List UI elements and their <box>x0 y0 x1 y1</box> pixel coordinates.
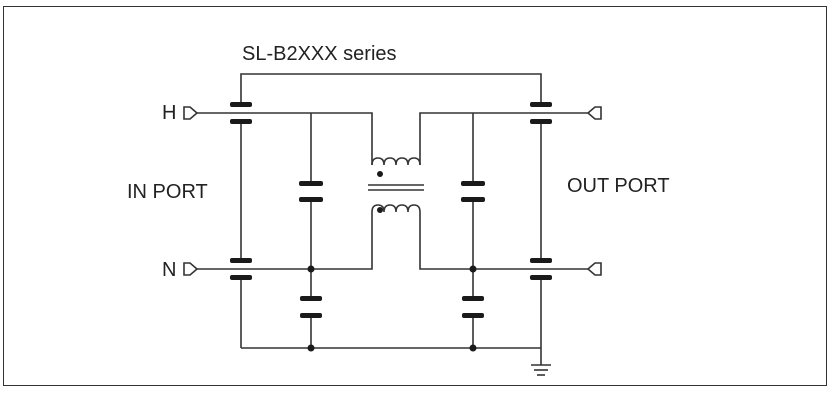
feedthrough-capacitor-out-h <box>530 102 552 124</box>
in-port-label: IN PORT <box>127 181 208 203</box>
junction-dots <box>307 265 477 352</box>
terminal-n-label: N <box>162 259 176 281</box>
y-capacitor-right <box>462 296 484 318</box>
x-capacitor-left <box>299 181 323 202</box>
feedthrough-capacitor-in-h <box>230 102 252 124</box>
diagram-frame <box>3 6 827 386</box>
feedthrough-capacitor-out-n <box>530 258 552 280</box>
ground-icon <box>531 364 551 376</box>
feedthrough-capacitor-in-n <box>230 258 252 280</box>
input-terminal-n-icon <box>183 262 199 276</box>
out-port-label: OUT PORT <box>567 175 670 197</box>
output-terminal-n-icon <box>586 262 602 276</box>
input-terminal-h-icon <box>183 106 199 120</box>
y-capacitor-left <box>300 296 322 318</box>
x-capacitor-right <box>461 181 485 202</box>
output-terminal-h-icon <box>586 106 602 120</box>
terminal-h-label: H <box>162 102 176 124</box>
series-title: SL-B2XXX series <box>242 43 397 65</box>
common-mode-choke-icon <box>368 157 424 213</box>
wiring <box>197 73 588 365</box>
